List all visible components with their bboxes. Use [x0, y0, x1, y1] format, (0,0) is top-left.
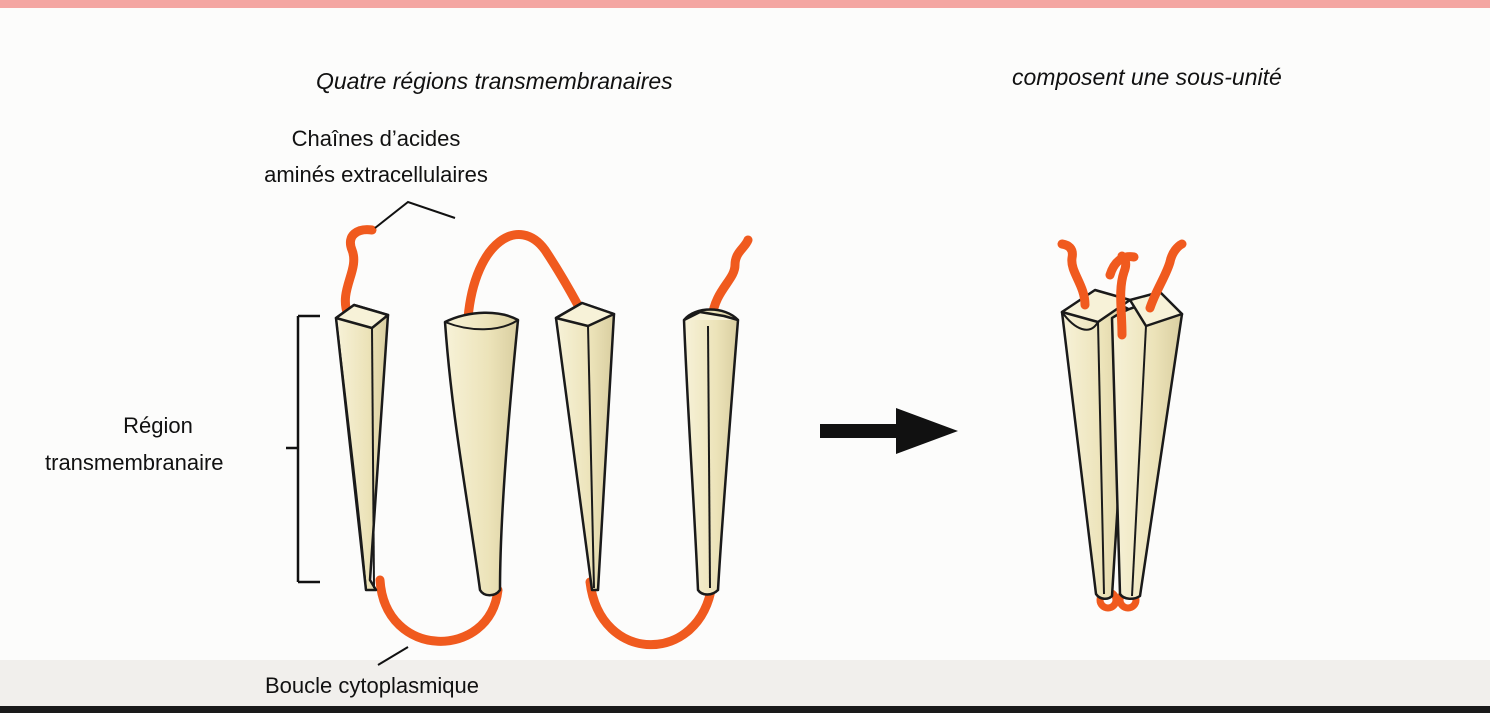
- right-arrow-icon: [820, 408, 958, 454]
- tm-segment-3: [556, 303, 614, 590]
- cytoplasmic-loops: [380, 580, 712, 645]
- label-extracellular-2: aminés extracellulaires: [238, 162, 514, 188]
- label-transmembrane-2: transmembranaire: [45, 450, 224, 476]
- label-transmembrane-1: Région: [60, 413, 256, 439]
- tm-segment-4: [684, 310, 738, 595]
- cytoplasmic-pointer: [378, 647, 408, 665]
- transmembrane-segments: [336, 303, 738, 595]
- heading-compose-subunit: composent une sous-unité: [1012, 64, 1282, 91]
- loop-3-4: [590, 582, 712, 645]
- extracellular-pointer: [375, 202, 455, 228]
- assembled-subunit: [1062, 244, 1182, 608]
- loop-2-3: [468, 235, 585, 318]
- label-cytoplasmic-loop: Boucle cytoplasmique: [265, 673, 479, 699]
- c-terminal-chain: [712, 240, 748, 318]
- heading-four-regions: Quatre régions transmembranaires: [316, 68, 673, 95]
- bracket-icon: [286, 316, 320, 582]
- tm-segment-2: [445, 313, 518, 596]
- tm-segment-1: [336, 305, 388, 590]
- label-extracellular-1: Chaînes d’acides: [238, 126, 514, 152]
- n-terminal-chain: [345, 230, 372, 315]
- extracellular-chains: [345, 230, 748, 318]
